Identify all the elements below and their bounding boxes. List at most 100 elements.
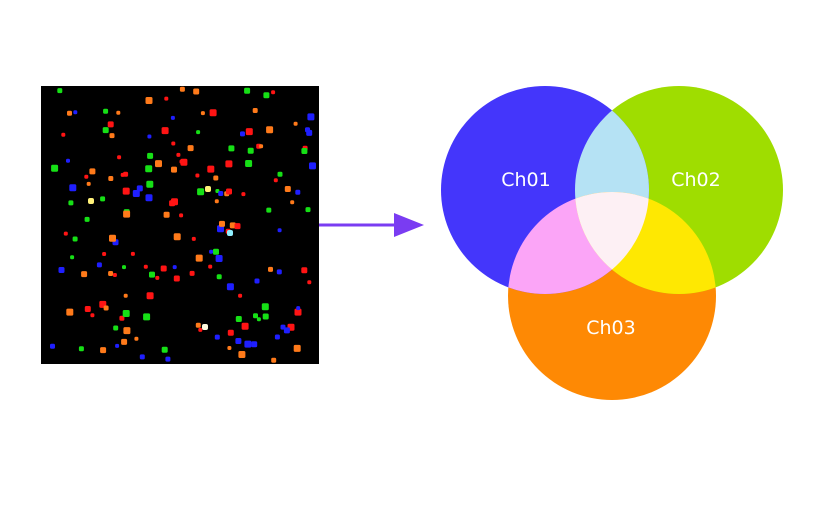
fluorescent-spot — [133, 190, 140, 197]
fluorescent-spot — [294, 122, 298, 126]
fluorescent-spot — [124, 294, 128, 298]
fluorescent-spot — [266, 126, 273, 133]
fluorescent-spot — [87, 182, 91, 186]
fluorescent-spot — [121, 339, 127, 345]
fluorescent-spot — [248, 148, 254, 154]
fluorescent-spot — [195, 174, 199, 178]
fluorescent-spot — [171, 116, 175, 120]
fluorescent-spot — [85, 306, 91, 312]
fluorescent-spot — [164, 212, 170, 218]
fluorescent-spot — [61, 133, 65, 137]
fluorescent-spot — [196, 323, 201, 328]
fluorescent-spot — [104, 306, 109, 311]
fluorescent-spot — [110, 133, 115, 138]
venn-diagram: Ch01 Ch02 Ch03 — [441, 86, 783, 400]
fluorescent-spot — [144, 265, 148, 269]
fluorescent-spot — [84, 175, 88, 179]
fluorescent-spot — [235, 223, 241, 229]
fluorescent-spot — [236, 316, 242, 322]
fluorescent-spot — [70, 255, 74, 259]
fluorescent-spot — [176, 153, 180, 157]
fluorescent-spot — [109, 235, 116, 242]
fluorescent-spot-colocalized — [88, 198, 94, 204]
fluorescent-spot — [174, 233, 181, 240]
fluorescent-spot — [218, 191, 223, 196]
fluorescent-spot — [116, 111, 120, 115]
fluorescent-spot — [201, 111, 205, 115]
fluorescent-spot — [240, 131, 245, 136]
venn-label-ch01: Ch01 — [501, 169, 551, 191]
fluorescent-spot — [113, 326, 118, 331]
fluorescent-spot — [235, 338, 241, 344]
fluorescent-spot — [285, 186, 291, 192]
fluorescent-spot — [290, 200, 294, 204]
fluorescent-spot — [59, 267, 65, 273]
fluorescent-spot — [227, 283, 234, 290]
fluorescent-spot — [238, 294, 242, 298]
fluorescent-spot — [277, 269, 282, 274]
fluorescent-spot — [121, 173, 125, 177]
fluorescent-spot — [213, 249, 219, 255]
fluorescent-spot — [262, 303, 269, 310]
fluorescent-spot — [162, 347, 168, 353]
fluorescent-spot — [301, 267, 307, 273]
fluorescent-spot — [190, 271, 195, 276]
fluorescent-spot-colocalized — [202, 324, 208, 330]
fluorescent-spot — [188, 145, 194, 151]
fluorescent-spot-colocalized — [205, 186, 211, 192]
fluorescent-spot — [143, 313, 150, 320]
microscopy-background — [41, 86, 319, 364]
fluorescent-spot — [192, 237, 196, 241]
fluorescent-spot — [79, 346, 84, 351]
fluorescent-spot — [145, 165, 152, 172]
fluorescent-spot — [307, 280, 311, 284]
fluorescent-spot — [122, 265, 126, 269]
fluorescent-spot — [228, 330, 234, 336]
fluorescent-spot — [271, 90, 275, 94]
fluorescent-spot — [180, 87, 185, 92]
fluorescent-spot — [263, 92, 269, 98]
fluorescent-spot — [162, 127, 169, 134]
fluorescent-spot — [263, 314, 269, 320]
fluorescent-spot — [57, 88, 62, 93]
fluorescent-spot — [278, 172, 283, 177]
fluorescent-spot — [123, 327, 130, 334]
fluorescent-spot — [259, 144, 263, 148]
fluorescent-spot — [155, 160, 162, 167]
venn-label-ch02: Ch02 — [671, 169, 721, 191]
fluorescent-spot — [113, 273, 117, 277]
fluorescent-spot — [296, 306, 300, 310]
fluorescent-spot — [215, 335, 220, 340]
fluorescent-spot — [64, 232, 68, 236]
fluorescent-spot — [251, 341, 257, 347]
arrow-head — [394, 213, 424, 237]
fluorescent-spot — [196, 130, 200, 134]
fluorescent-spot — [90, 313, 94, 317]
fluorescent-spot — [147, 153, 153, 159]
arrow-icon — [319, 213, 424, 237]
fluorescent-spot — [274, 178, 278, 182]
fluorescent-spot-colocalized — [227, 230, 233, 236]
fluorescent-spot — [68, 200, 73, 205]
fluorescent-spot — [174, 276, 180, 282]
fluorescent-spot — [238, 351, 245, 358]
fluorescent-spot — [73, 237, 78, 242]
fluorescent-spot — [266, 208, 271, 213]
fluorescent-spot — [215, 199, 219, 203]
fluorescent-spot — [171, 167, 177, 173]
fluorescent-spot — [146, 181, 153, 188]
fluorescent-spot — [69, 184, 76, 191]
fluorescent-spot — [210, 109, 217, 116]
fluorescent-spot — [103, 127, 109, 133]
fluorescent-spot — [213, 176, 218, 181]
fluorescent-spot — [171, 142, 175, 146]
fluorescent-spot — [193, 89, 199, 95]
microscopy-image — [41, 86, 319, 364]
fluorescent-spot — [198, 328, 202, 332]
fluorescent-spot — [241, 192, 245, 196]
fluorescent-spot — [103, 109, 108, 114]
fluorescent-spot — [196, 255, 203, 262]
fluorescent-spot — [244, 341, 251, 348]
fluorescent-spot — [284, 327, 290, 333]
fluorescent-spot — [180, 159, 187, 166]
